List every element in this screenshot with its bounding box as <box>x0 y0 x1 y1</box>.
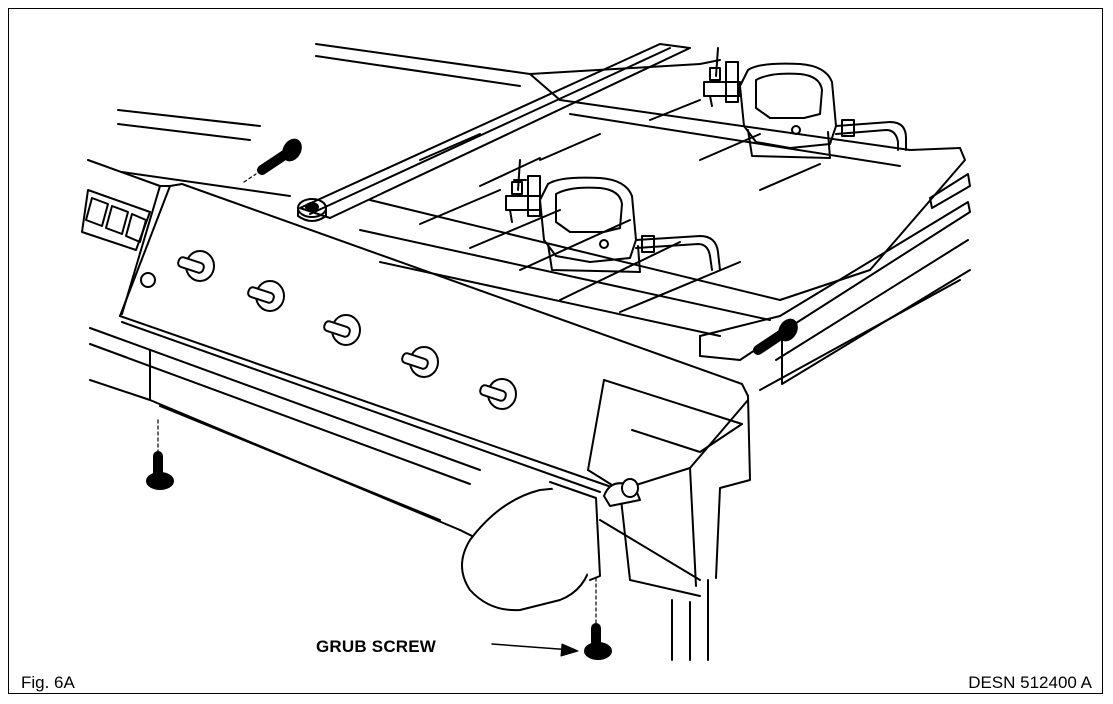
control-fascia <box>87 159 751 597</box>
handle-bar <box>89 327 701 581</box>
burner-tray <box>359 99 871 337</box>
grub-screw <box>584 577 612 660</box>
screw-right-rail <box>753 318 798 355</box>
screw-top-left <box>243 138 302 183</box>
knob-5 <box>479 378 517 410</box>
screw-left-bottom <box>146 419 174 490</box>
handle-end-cap <box>461 478 641 612</box>
display-panel <box>81 189 156 288</box>
burner-back <box>703 47 907 159</box>
bolt-washer <box>297 198 327 222</box>
control-knobs <box>177 250 517 410</box>
side-rail <box>699 173 971 391</box>
knob-2 <box>247 280 285 312</box>
knob-1 <box>177 250 215 282</box>
grub-screw-arrow <box>491 643 579 657</box>
top-frame-rails <box>117 43 966 271</box>
knob-4 <box>401 346 439 378</box>
support-leg <box>671 579 709 661</box>
knob-3 <box>323 314 361 346</box>
burner-front <box>505 159 721 273</box>
figure-label: Fig. 6A <box>21 673 75 692</box>
drawing-reference: DESN 512400 A <box>968 673 1092 692</box>
grub-screw-label: GRUB SCREW <box>316 637 437 656</box>
